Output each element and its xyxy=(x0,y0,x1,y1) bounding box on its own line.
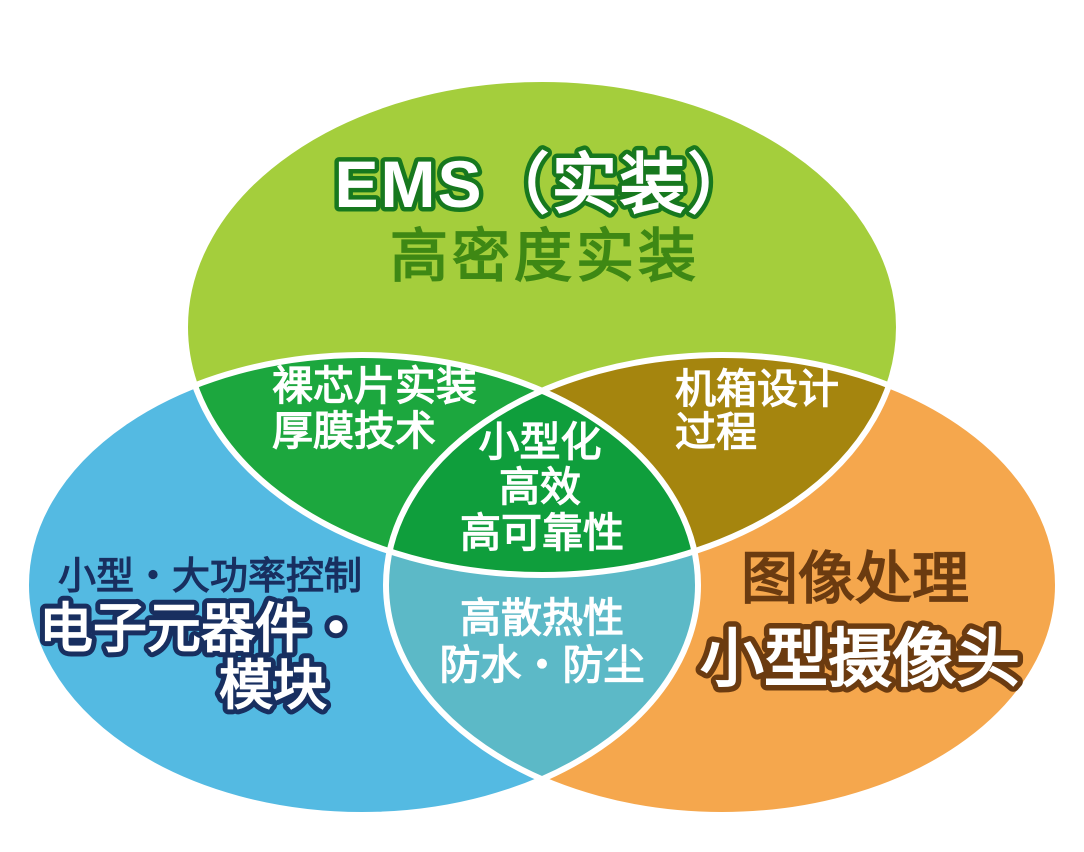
overlap-ems-components xyxy=(185,355,698,575)
circle-components-outline xyxy=(23,352,701,818)
overlap-center xyxy=(386,355,698,575)
ems-components-label-line1: 裸芯片实装 xyxy=(272,363,477,409)
components-imaging-label-line1: 高散热性 xyxy=(460,595,624,641)
center-label-line3: 高可靠性 xyxy=(460,510,624,556)
overlap-ems-imaging xyxy=(386,355,899,575)
imaging-label-line2: 小型摄像头 xyxy=(700,623,1020,695)
ems-components-label-line2: 厚膜技术 xyxy=(272,408,436,454)
circle-ems-outline xyxy=(182,76,902,578)
ems-imaging-label-line1: 机箱设计 xyxy=(675,366,839,412)
components-label-line3: 模块 xyxy=(219,656,327,716)
ems-imaging-label-line2: 过程 xyxy=(675,409,757,455)
circle-imaging-outline xyxy=(383,352,1061,818)
components-imaging-label-line2: 防水・防尘 xyxy=(440,642,645,688)
components-label-line1: 小型・大功率控制 xyxy=(58,556,362,598)
ems-subtitle-label: 高密度实装 xyxy=(390,224,700,289)
center-label-line2: 高效 xyxy=(499,464,581,510)
imaging-label-line1: 图像处理 xyxy=(741,547,969,611)
center-label-line1: 小型化 xyxy=(479,419,602,465)
components-label-line2: 电子元器件・ xyxy=(39,599,363,659)
ems-title-label: EMS（实装） xyxy=(334,147,755,221)
